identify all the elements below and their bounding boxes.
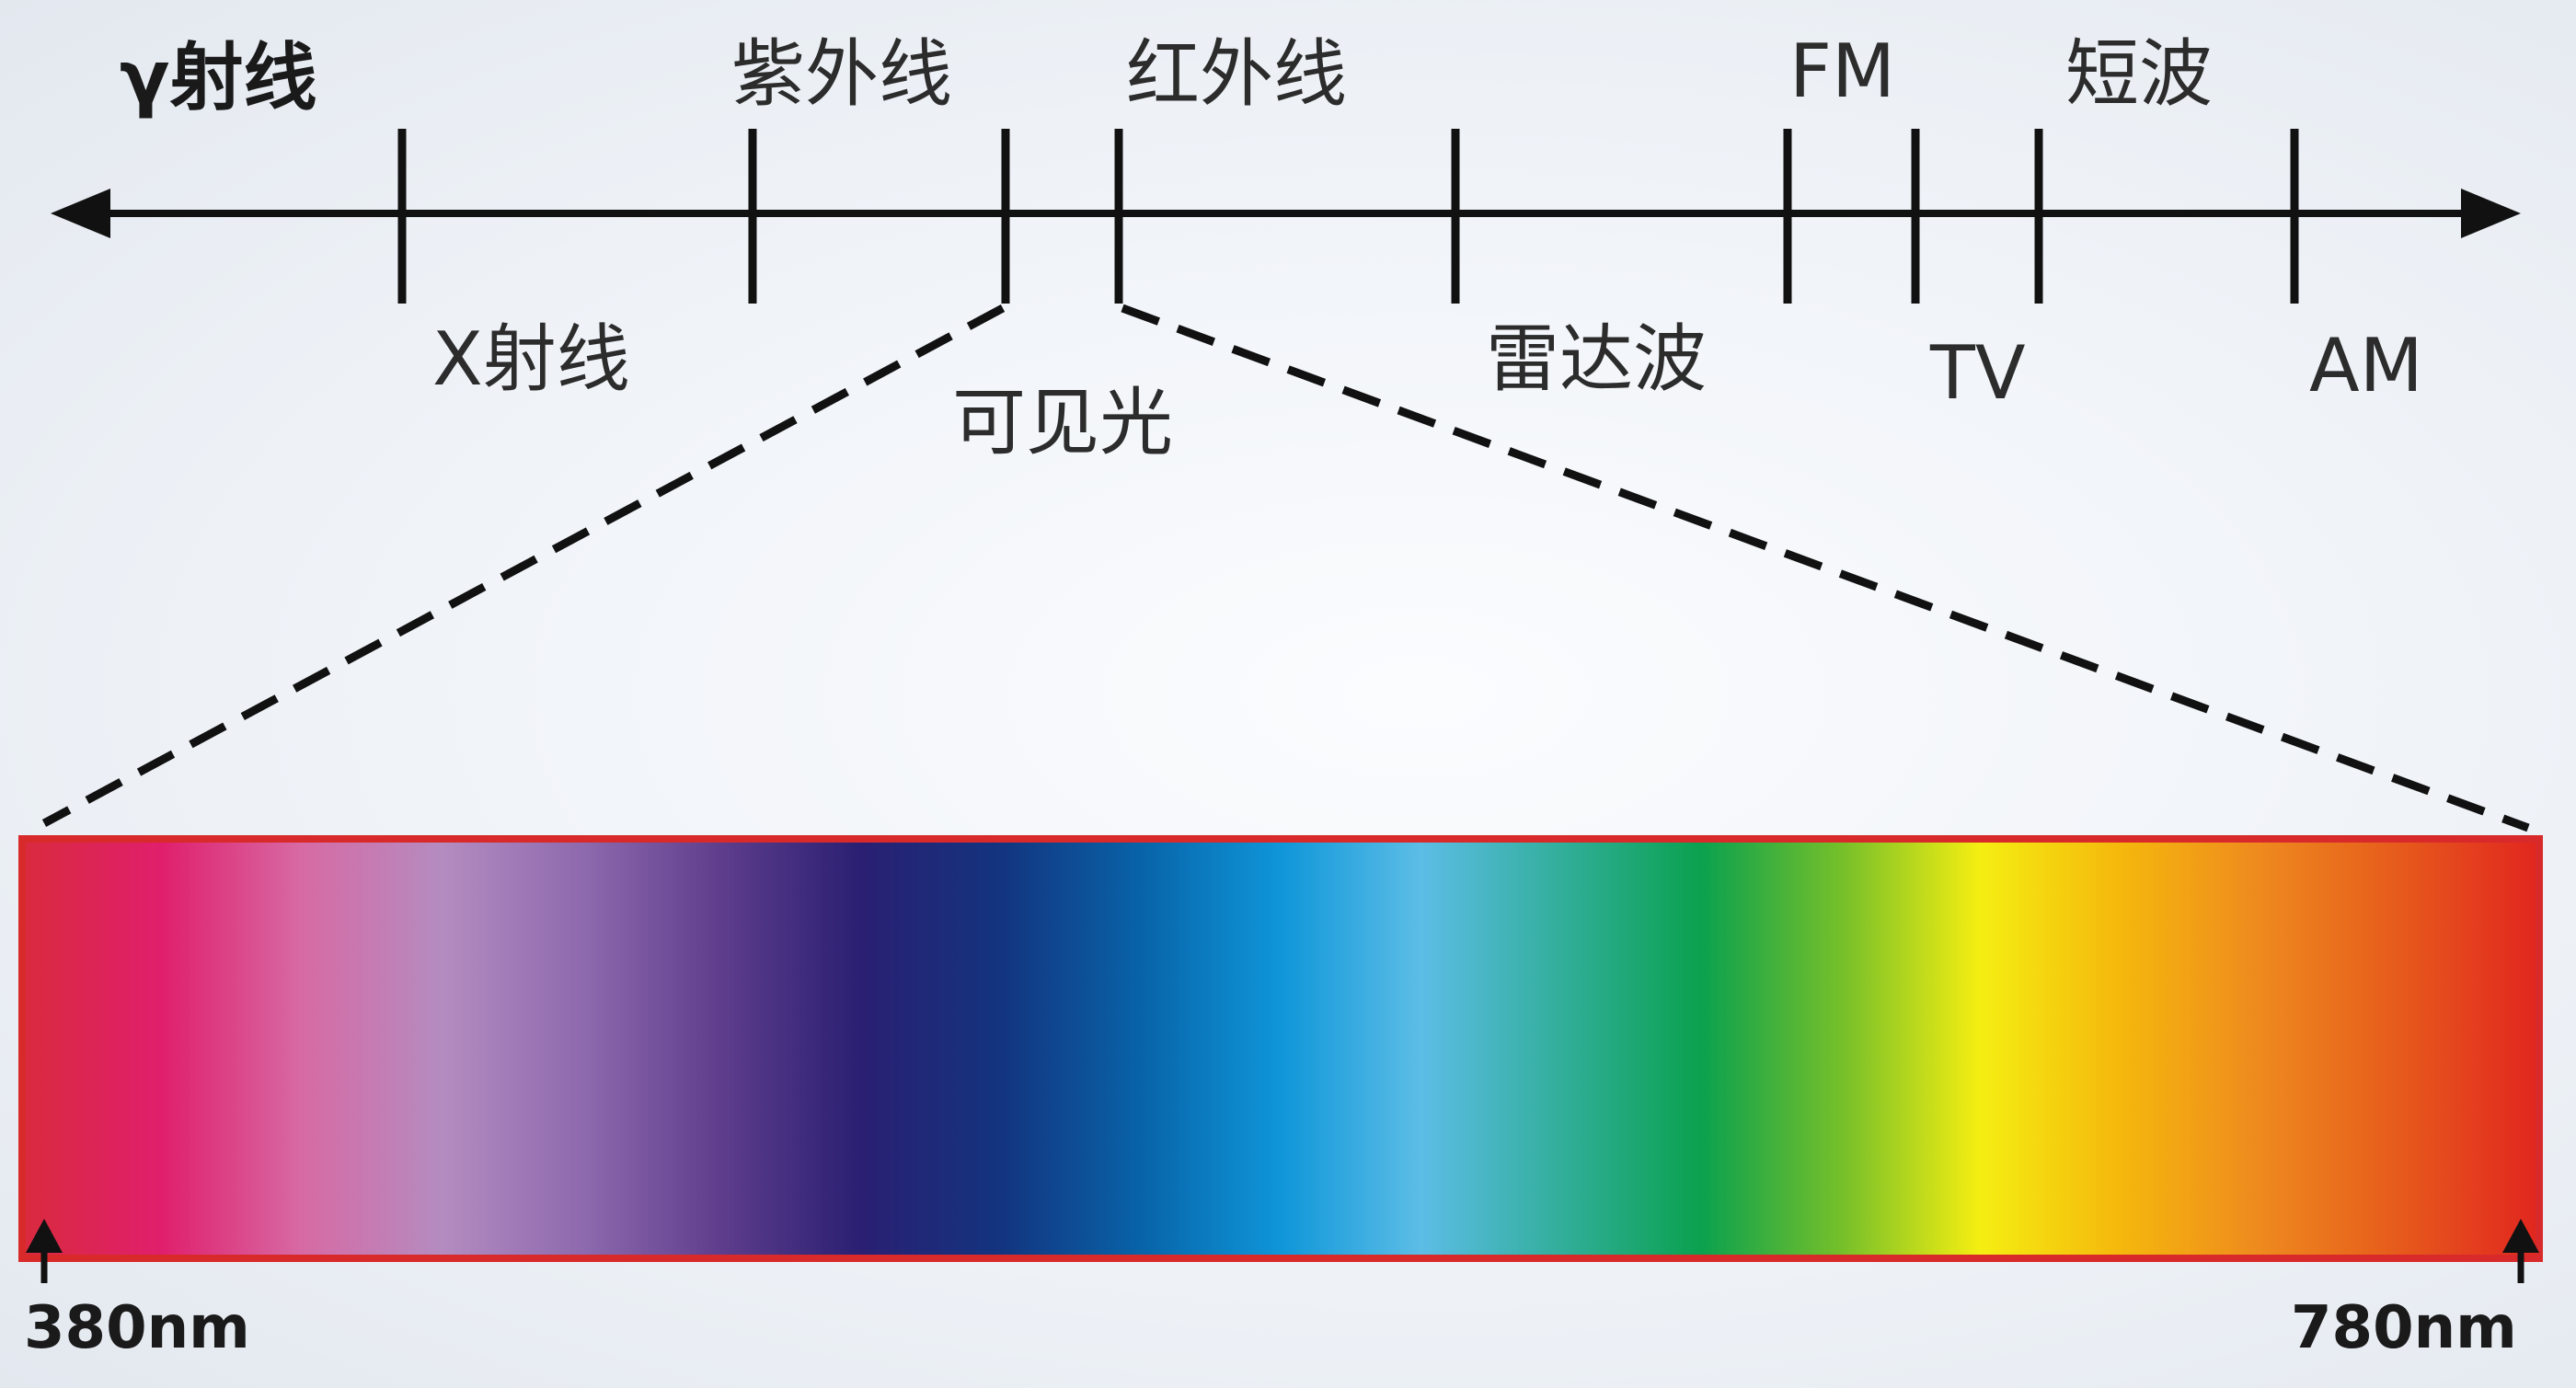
zoom-line-left <box>41 304 1006 827</box>
up-arrow-icon <box>2502 1219 2539 1253</box>
label-gamma-ray: γ射线 <box>120 35 317 120</box>
wavelength-end-label: 780nm <box>2291 1294 2517 1362</box>
label-shortwave: 短波 <box>2065 31 2213 117</box>
label-tv: TV <box>1929 330 2026 416</box>
axis-arrow-left-icon <box>51 189 110 238</box>
label-fm: FM <box>1789 29 1895 114</box>
label-infrared: 红外线 <box>1126 31 1347 117</box>
wavelength-start-label: 380nm <box>24 1294 250 1362</box>
up-arrow-icon <box>26 1219 63 1253</box>
axis-arrow-right-icon <box>2461 189 2521 238</box>
visible-spectrum-bar <box>18 835 2543 1262</box>
wavelength-end-marker <box>2502 1219 2539 1283</box>
wavelength-start-marker <box>26 1219 63 1283</box>
label-am: AM <box>2309 323 2423 408</box>
label-x-ray: X射线 <box>432 316 630 402</box>
axis-ticks <box>397 129 2299 304</box>
zoom-line-right <box>1121 304 2530 832</box>
label-radar: 雷达波 <box>1486 316 1707 402</box>
label-visible-light: 可见光 <box>952 380 1173 465</box>
label-ultraviolet: 紫外线 <box>731 31 952 117</box>
